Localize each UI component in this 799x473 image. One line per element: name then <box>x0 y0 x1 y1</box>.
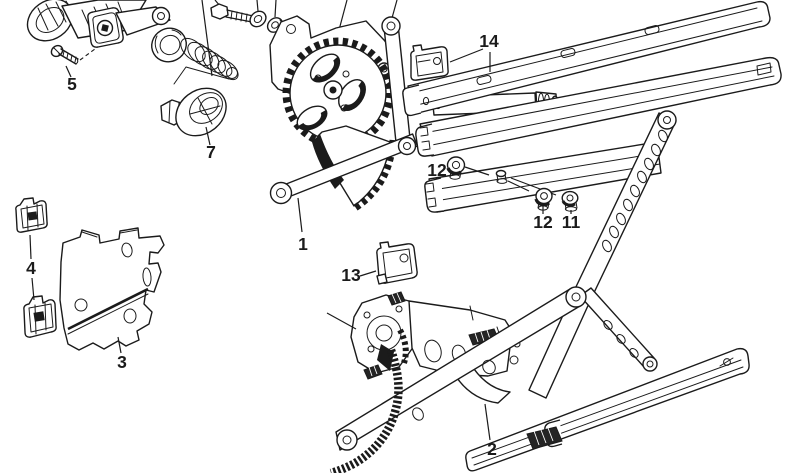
lower-guide-rail <box>424 141 662 213</box>
callout-11[interactable]: 11 <box>562 212 581 232</box>
spiral-cable <box>329 348 403 473</box>
handle-escutcheon-plate <box>87 7 124 48</box>
callout-leaders <box>29 48 572 441</box>
callout-3[interactable]: 3 <box>117 352 127 372</box>
washer-12-left <box>446 156 490 180</box>
main-lift-arm <box>269 133 419 205</box>
scissor-pivot-hole <box>571 292 581 302</box>
flat-washer <box>249 10 267 28</box>
screw <box>50 44 96 65</box>
callout-13[interactable]: 13 <box>341 265 361 285</box>
clip-4-lower <box>23 295 57 338</box>
callout-7[interactable]: 7 <box>206 142 216 162</box>
mount-pad <box>363 364 383 380</box>
scissor-pivot <box>565 286 587 308</box>
spring <box>180 37 239 81</box>
rail-clip-13 <box>376 241 418 285</box>
callout-12b[interactable]: 12 <box>533 212 553 232</box>
bracket-plate <box>59 227 165 351</box>
hex-bolt <box>210 3 256 23</box>
drive-gear <box>282 37 394 149</box>
callout-labels: 1 2 3 4 5 7 11 12 12 13 14 <box>26 31 580 459</box>
callout-12a[interactable]: 12 <box>427 160 447 180</box>
rail-stud <box>495 169 508 184</box>
rail-clip-14 <box>410 44 449 81</box>
grommet-bushing <box>160 66 230 137</box>
callout-5[interactable]: 5 <box>67 74 77 94</box>
washer-12-right <box>534 187 553 211</box>
clip-4-upper <box>15 197 48 233</box>
bottom-rail <box>465 347 750 472</box>
callout-1[interactable]: 1 <box>298 234 308 254</box>
middle-guide-rail <box>415 56 782 157</box>
scissor-short-link <box>579 287 658 372</box>
upper-guide-rail <box>402 0 771 117</box>
ring-washer <box>151 27 187 63</box>
lift-link-bar <box>381 16 412 153</box>
drive-unit-pointer-line <box>326 312 357 330</box>
callout-14[interactable]: 14 <box>479 31 499 51</box>
callout-4[interactable]: 4 <box>26 258 36 278</box>
nut-11 <box>561 190 579 212</box>
scissor-arm-with-holes <box>528 110 677 399</box>
crank-arm <box>115 6 171 36</box>
callout-2[interactable]: 2 <box>487 439 497 459</box>
